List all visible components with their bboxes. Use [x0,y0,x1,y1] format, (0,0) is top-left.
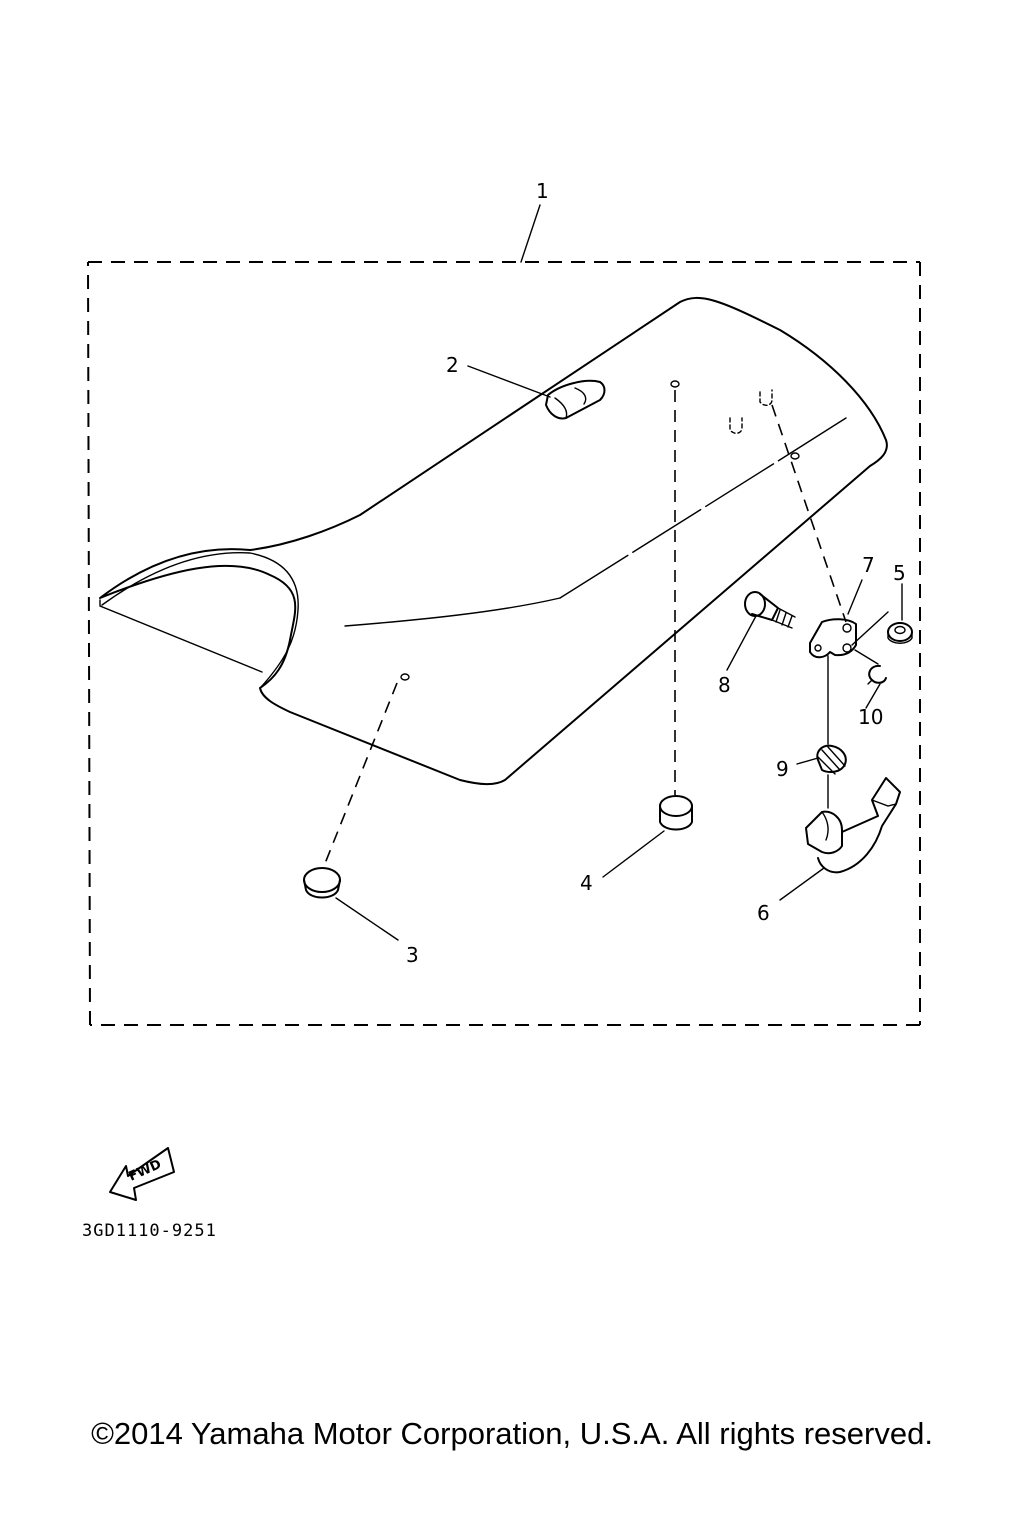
callout-4: 4 [580,871,593,895]
copyright-notice: ©2014 Yamaha Motor Corporation, U.S.A. A… [91,1416,933,1451]
part-10-clip [867,664,887,685]
part-6-lever [805,777,901,874]
part-5-nut [887,622,913,644]
callout-2: 2 [446,353,459,377]
fwd-arrow-icon: FWD [109,1147,175,1201]
part-2-seat-hook [545,379,606,420]
assembly-boundary [87,261,921,1026]
leader-6 [779,867,825,901]
callout-9: 9 [776,757,789,781]
callout-10: 10 [858,705,883,729]
part-9-spring [816,744,847,775]
seat-body [99,296,888,786]
diagram-code: 3GD1110-9251 [82,1221,217,1241]
callout-1: 1 [536,179,549,203]
callout-7: 7 [862,553,875,577]
leader-9 [796,757,819,765]
leader-2 [467,365,551,398]
callout-8: 8 [718,673,731,697]
guide-3 [323,682,398,867]
guide-7 [771,404,847,623]
leader-10 [865,683,881,709]
part-3-damper [303,867,341,899]
part-7-bracket [809,618,857,659]
fwd-label: FWD [127,1157,164,1185]
leader-3 [335,897,399,941]
part-8-bolt [744,591,796,629]
link-10-7 [854,649,879,665]
link-5-7 [851,611,889,646]
leader-8 [726,615,757,671]
callout-3: 3 [406,943,419,967]
leader-1 [520,204,541,263]
part-4-damper [659,795,693,831]
callout-6: 6 [757,901,770,925]
callout-5: 5 [893,561,906,585]
leader-4 [602,830,665,878]
leader-7 [847,579,863,615]
